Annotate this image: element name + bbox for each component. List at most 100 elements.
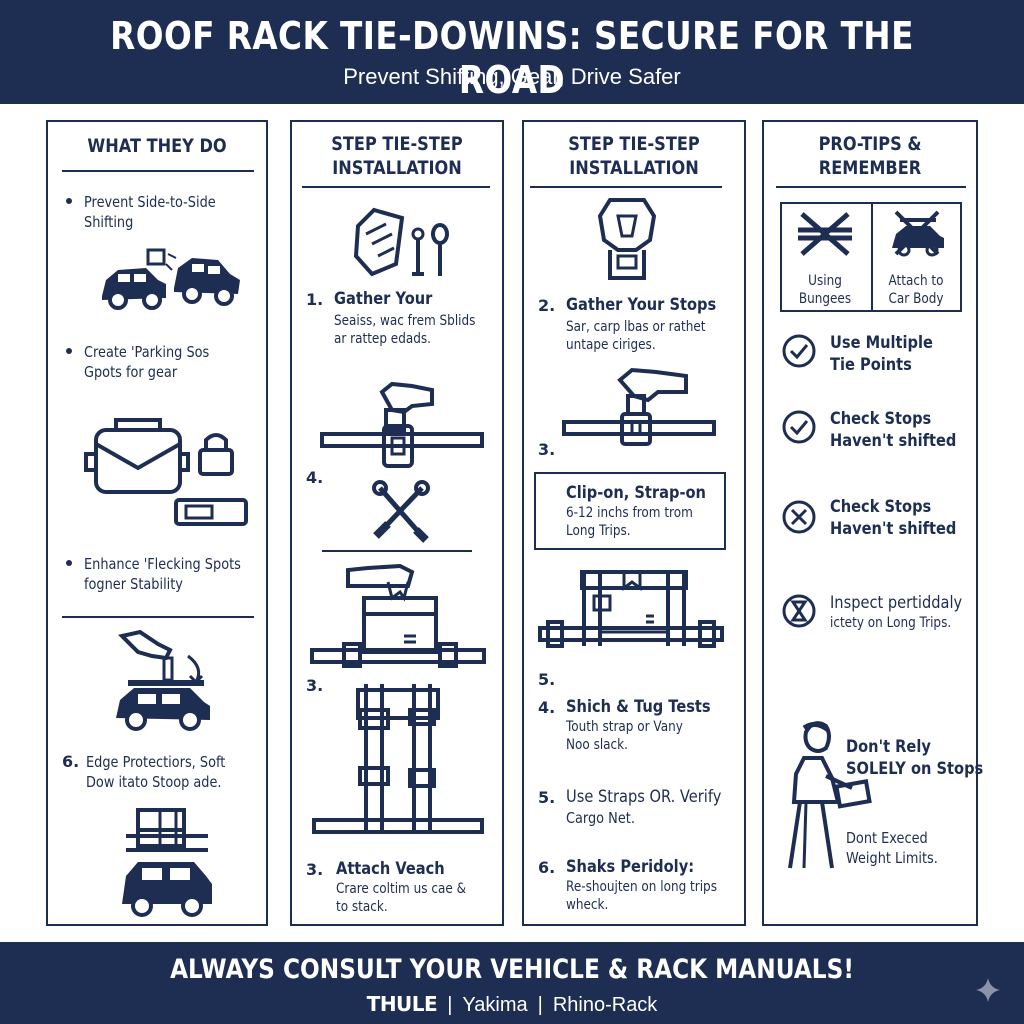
- tip-title: Clip-on, Strap-on: [566, 483, 706, 503]
- item-text: Shifting: [84, 213, 134, 231]
- sparkle-icon: [974, 976, 1002, 1004]
- tip-text: Check Stops: [830, 409, 932, 429]
- avoid-label: Using: [808, 273, 842, 289]
- header-banner: ROOF RACK TIE-DOWINS: SECURE FOR THE ROA…: [0, 0, 1024, 104]
- step-number: 2.: [538, 296, 556, 315]
- tighten-strap-car-icon: [108, 628, 216, 732]
- brand-thule: THULE: [366, 992, 438, 1016]
- avoid-grid: [780, 202, 962, 312]
- check-circle-icon: [782, 334, 816, 368]
- shifting-cars-icon: [96, 244, 246, 316]
- item-text: Edge Protectiors, Soft: [86, 753, 226, 771]
- divider: [776, 186, 966, 188]
- brand-list: THULE|Yakima|Rhino-Rack: [0, 992, 1024, 1017]
- page-title: ROOF RACK TIE-DOWINS: SECURE FOR THE ROA…: [110, 14, 914, 102]
- step-text: Sar, carp lbas or rathet: [566, 319, 706, 335]
- step-number: 5.: [538, 670, 556, 689]
- step-number: 6.: [62, 752, 80, 771]
- page-subtitle: Prevent Shifting, Gear, Drive Safer: [343, 64, 681, 89]
- step-text: untape ciriges.: [566, 337, 656, 353]
- footer-banner: ALWAYS CONSULT YOUR VEHICLE & RACK MANUA…: [0, 942, 1024, 1024]
- strap-buckle-icon: [596, 196, 658, 286]
- step-number: 5.: [538, 788, 556, 807]
- panel-heading: INSTALLATION: [569, 157, 699, 179]
- person-carrying-box-icon: [782, 718, 872, 878]
- panel-heading: INSTALLATION: [332, 157, 462, 179]
- step-number: 3.: [306, 676, 324, 695]
- item-text: Prevent Side-to-Side: [84, 193, 216, 211]
- divider: [530, 186, 722, 188]
- panel-heading: REMEMBER: [818, 157, 922, 179]
- wrench-screwdriver-icon: [372, 480, 430, 544]
- divider: [322, 550, 472, 552]
- panel-installation-b: [522, 120, 746, 926]
- step-text: to stack.: [336, 899, 388, 915]
- step-title: Shich & Tug Tests: [566, 697, 711, 717]
- item-text: Gpots for gear: [84, 363, 178, 381]
- tip-text: Use Multiple: [830, 333, 933, 353]
- warning-text: SOLELY on Stops: [846, 759, 984, 779]
- step-text: ar rattep edads.: [334, 331, 431, 347]
- bullet: [66, 348, 72, 354]
- footer-title: ALWAYS CONSULT YOUR VEHICLE & RACK MANUA…: [170, 954, 854, 985]
- brand-separator: |: [447, 994, 453, 1016]
- tip-text: ictety on Long Trips.: [830, 615, 952, 631]
- warning-text: Don't Rely: [846, 737, 931, 757]
- step-number: 4.: [306, 468, 324, 487]
- no-bungee-icon: [794, 210, 856, 258]
- strap-frame-icon: [310, 680, 486, 840]
- tip-text: 6-12 inchs from trom: [566, 505, 693, 521]
- panel-heading: STEP TIE-STEP: [568, 133, 700, 155]
- item-text: Enhance 'Flecking Spots: [84, 555, 241, 573]
- divider: [302, 186, 490, 188]
- panel-heading: STEP TIE-STEP: [331, 133, 463, 155]
- panel-heading: PRO-TIPS &: [818, 133, 922, 155]
- step-text: Touth strap or Vany: [566, 719, 683, 735]
- car-with-cargo-icon: [116, 806, 216, 918]
- gear-bag-icon: [82, 414, 256, 530]
- bullet: [66, 198, 72, 204]
- warning-text: Dont Execed: [846, 829, 928, 847]
- step-number: 6.: [538, 858, 556, 877]
- hand-clip-crossbar-icon: [562, 366, 716, 450]
- step-text: Seaiss, wac frem Sblids: [334, 313, 476, 329]
- step-number: 4.: [538, 698, 556, 717]
- check-circle-icon: [782, 410, 816, 444]
- hand-clip-crossbar-icon: [320, 380, 484, 470]
- tip-text: Haven't shifted: [830, 431, 957, 451]
- gloves-and-tools-icon: [352, 204, 456, 280]
- no-car-body-icon: [886, 208, 948, 258]
- hourglass-icon: [782, 594, 816, 628]
- avoid-label: Car Body: [888, 291, 944, 307]
- brand-rhino-rack: Rhino-Rack: [552, 994, 658, 1016]
- step-text: wheck.: [566, 897, 609, 913]
- tip-text: Long Trips.: [566, 523, 631, 539]
- step-text: Re-shoujten on long trips: [566, 879, 717, 895]
- divider: [62, 170, 254, 172]
- cargo-box-strapped-icon: [536, 566, 726, 654]
- step-title: Shaks Peridoly:: [566, 857, 695, 877]
- brand-separator: |: [537, 994, 543, 1016]
- warning-text: Weight Limits.: [846, 849, 938, 867]
- divider: [62, 616, 254, 618]
- x-circle-icon: [782, 500, 816, 534]
- panel-heading: WHAT THEY DO: [87, 135, 227, 157]
- step-title: Attach Veach: [336, 859, 445, 879]
- tip-text: Tie Points: [830, 355, 912, 375]
- step-number: 1.: [306, 290, 324, 309]
- tip-text: Inspect pertiddaly: [830, 593, 963, 613]
- item-text: Dow itato Stoop ade.: [86, 773, 222, 791]
- hand-box-crossbar-icon: [308, 564, 488, 668]
- step-number: 3.: [306, 860, 324, 879]
- item-text: Create 'Parking Sos: [84, 343, 210, 361]
- avoid-label: Bungees: [798, 291, 852, 307]
- step-text: Noo slack.: [566, 737, 628, 753]
- step-text: Crare coltim us cae &: [336, 881, 466, 897]
- avoid-label: Attach to: [888, 273, 944, 289]
- tip-text: Haven't shifted: [830, 519, 957, 539]
- step-number: 3.: [538, 440, 556, 459]
- step-text: Cargo Net.: [566, 809, 635, 827]
- step-text: Use Straps OR. Verify: [566, 787, 722, 807]
- step-title: Gather Your Stops: [566, 295, 717, 315]
- item-text: fogner Stability: [84, 575, 183, 593]
